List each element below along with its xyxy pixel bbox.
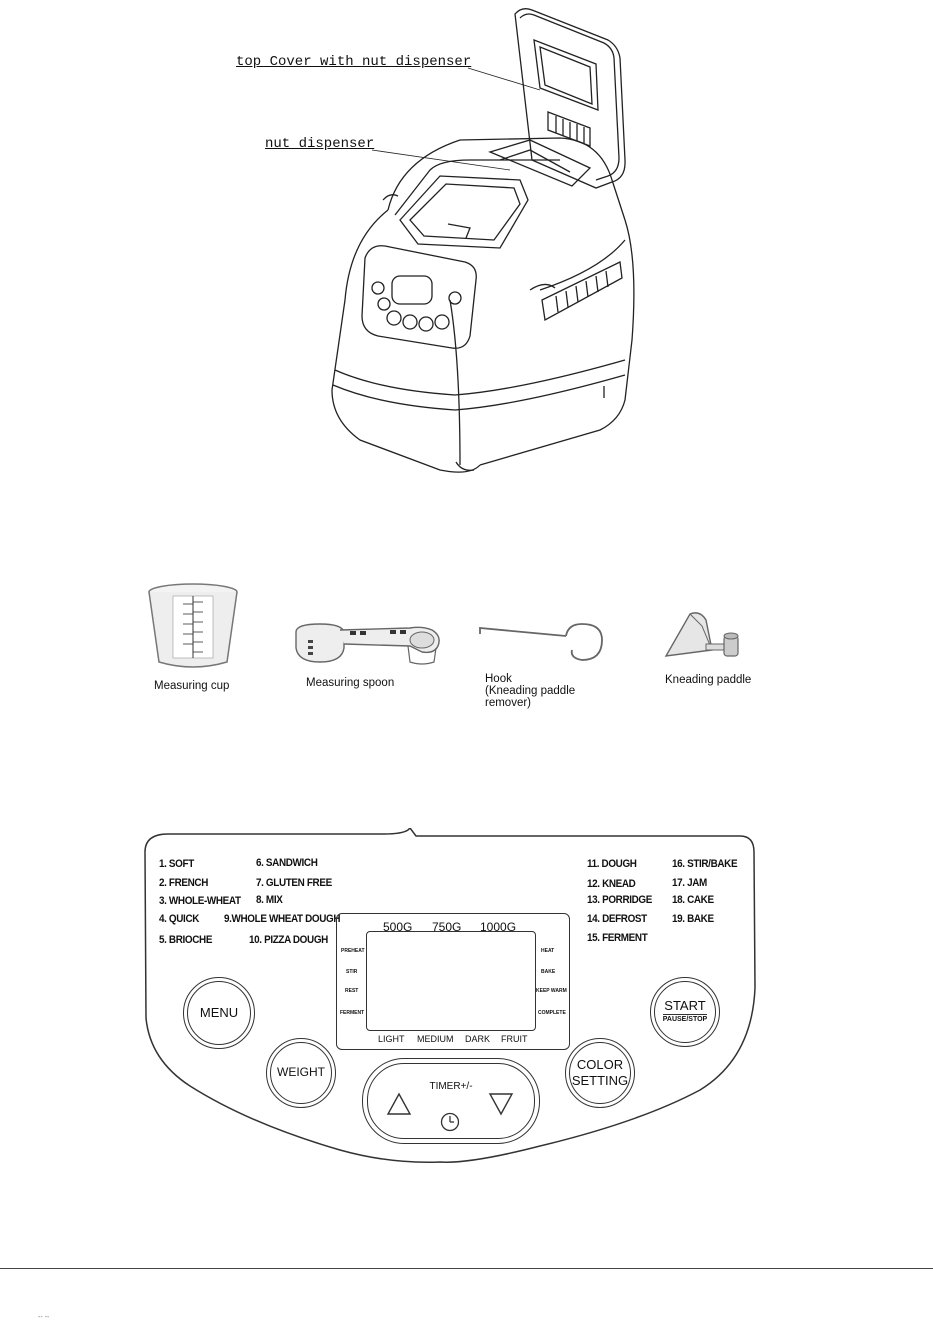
- start-divider: [663, 1014, 707, 1015]
- leader-line-nut-dispenser: [371, 149, 511, 171]
- measuring-cup-label: Measuring cup: [154, 680, 230, 692]
- program-item: 8. MIX: [256, 894, 283, 906]
- program-item: 17. JAM: [672, 877, 707, 889]
- timer-control: TIMER+/-: [362, 1058, 540, 1144]
- crust-color-light: LIGHT: [378, 1034, 405, 1044]
- lcd-status-left: STIR: [346, 969, 358, 975]
- lcd-status-right: HEAT: [541, 948, 555, 954]
- program-item: 9.WHOLE WHEAT DOUGH: [224, 913, 341, 925]
- hook-sublabel-1: (Kneading paddle: [485, 685, 576, 697]
- program-item: 18. CAKE: [672, 894, 714, 906]
- clock-icon: [440, 1112, 460, 1137]
- callout-top-cover: top Cover with nut dispenser: [236, 54, 472, 70]
- leader-line-top-cover: [467, 67, 541, 91]
- weight-750g: 750G: [432, 920, 462, 934]
- weight-button-inner-ring: [270, 1042, 332, 1104]
- menu-button[interactable]: MENU: [183, 977, 255, 1049]
- pause-stop-label: PAUSE/STOP: [662, 1016, 708, 1023]
- timer-control-inner-ring: [367, 1063, 535, 1139]
- measuring-cup-icon: [145, 580, 241, 677]
- program-item: 4. QUICK: [159, 913, 200, 925]
- program-item: 12. KNEAD: [587, 878, 636, 890]
- program-item: 3. WHOLE-WHEAT: [159, 895, 241, 907]
- start-label: START: [664, 998, 706, 1013]
- color-setting-label-1: COLOR: [576, 1057, 624, 1072]
- measuring-spoon-icon: [290, 618, 445, 675]
- program-item: 19. BAKE: [672, 913, 714, 925]
- lcd-status-left: REST: [345, 988, 359, 994]
- lcd-status-left: FERMENT: [340, 1010, 365, 1016]
- program-item: 10. PIZZA DOUGH: [249, 934, 328, 946]
- lcd-status-right: KEEP WARM: [536, 988, 567, 994]
- color-setting-label-2: SETTING: [571, 1073, 629, 1088]
- hook-icon: [476, 620, 608, 671]
- timer-label: TIMER+/-: [429, 1081, 473, 1092]
- lcd-display: [336, 913, 570, 1050]
- lcd-status-right: BAKE: [541, 969, 556, 975]
- weight-500g: 500G: [383, 920, 413, 934]
- triangle-up-icon: [386, 1092, 412, 1115]
- kneading-paddle-label: Kneading paddle: [665, 674, 752, 686]
- crust-color-dark: DARK: [465, 1034, 491, 1044]
- program-item: 5. BRIOCHE: [159, 934, 213, 946]
- program-item: 1. SOFT: [159, 858, 194, 870]
- program-item: 16. STIR/BAKE: [672, 858, 738, 870]
- measuring-spoon-label: Measuring spoon: [306, 677, 395, 689]
- program-item: 14. DEFROST: [587, 913, 647, 925]
- lcd-status-right: COMPLETE: [538, 1010, 566, 1016]
- program-item: 6. SANDWICH: [256, 857, 318, 869]
- program-item: 15. FERMENT: [587, 932, 648, 944]
- start-button-inner-ring: [654, 981, 716, 1043]
- menu-button-inner-ring: [187, 981, 251, 1045]
- start-pause-stop-button[interactable]: START PAUSE/STOP: [650, 977, 720, 1047]
- program-item: 11. DOUGH: [587, 858, 637, 870]
- program-item: 13. PORRIDGE: [587, 894, 653, 906]
- program-item: 2. FRENCH: [159, 877, 209, 889]
- menu-button-label: MENU: [199, 1005, 239, 1020]
- footer-page-mark: -- --: [38, 1314, 50, 1321]
- bread-maker-drawing: [331, 8, 635, 473]
- footer-rule: [0, 1268, 933, 1269]
- timer-up-button[interactable]: [386, 1092, 412, 1121]
- weight-1000g: 1000G: [480, 920, 517, 934]
- kneading-paddle-icon: [660, 606, 750, 671]
- crust-color-fruit: FRUIT: [501, 1034, 528, 1044]
- bread-maker-illustration: [320, 0, 640, 480]
- program-item: 7. GLUTEN FREE: [256, 877, 332, 889]
- callout-nut-dispenser: nut dispenser: [265, 136, 375, 152]
- color-setting-inner-ring: [569, 1042, 631, 1104]
- color-setting-button[interactable]: COLOR SETTING: [565, 1038, 635, 1108]
- hook-sublabel-2: remover): [485, 697, 532, 709]
- timer-down-button[interactable]: [488, 1092, 514, 1121]
- lcd-status-left: PREHEAT: [341, 948, 365, 954]
- weight-button-label: WEIGHT: [277, 1065, 325, 1079]
- crust-color-medium: MEDIUM: [417, 1034, 454, 1044]
- triangle-down-icon: [488, 1093, 514, 1116]
- hook-label: Hook: [485, 673, 512, 685]
- weight-button[interactable]: WEIGHT: [266, 1038, 336, 1108]
- lcd-screen: [366, 931, 536, 1031]
